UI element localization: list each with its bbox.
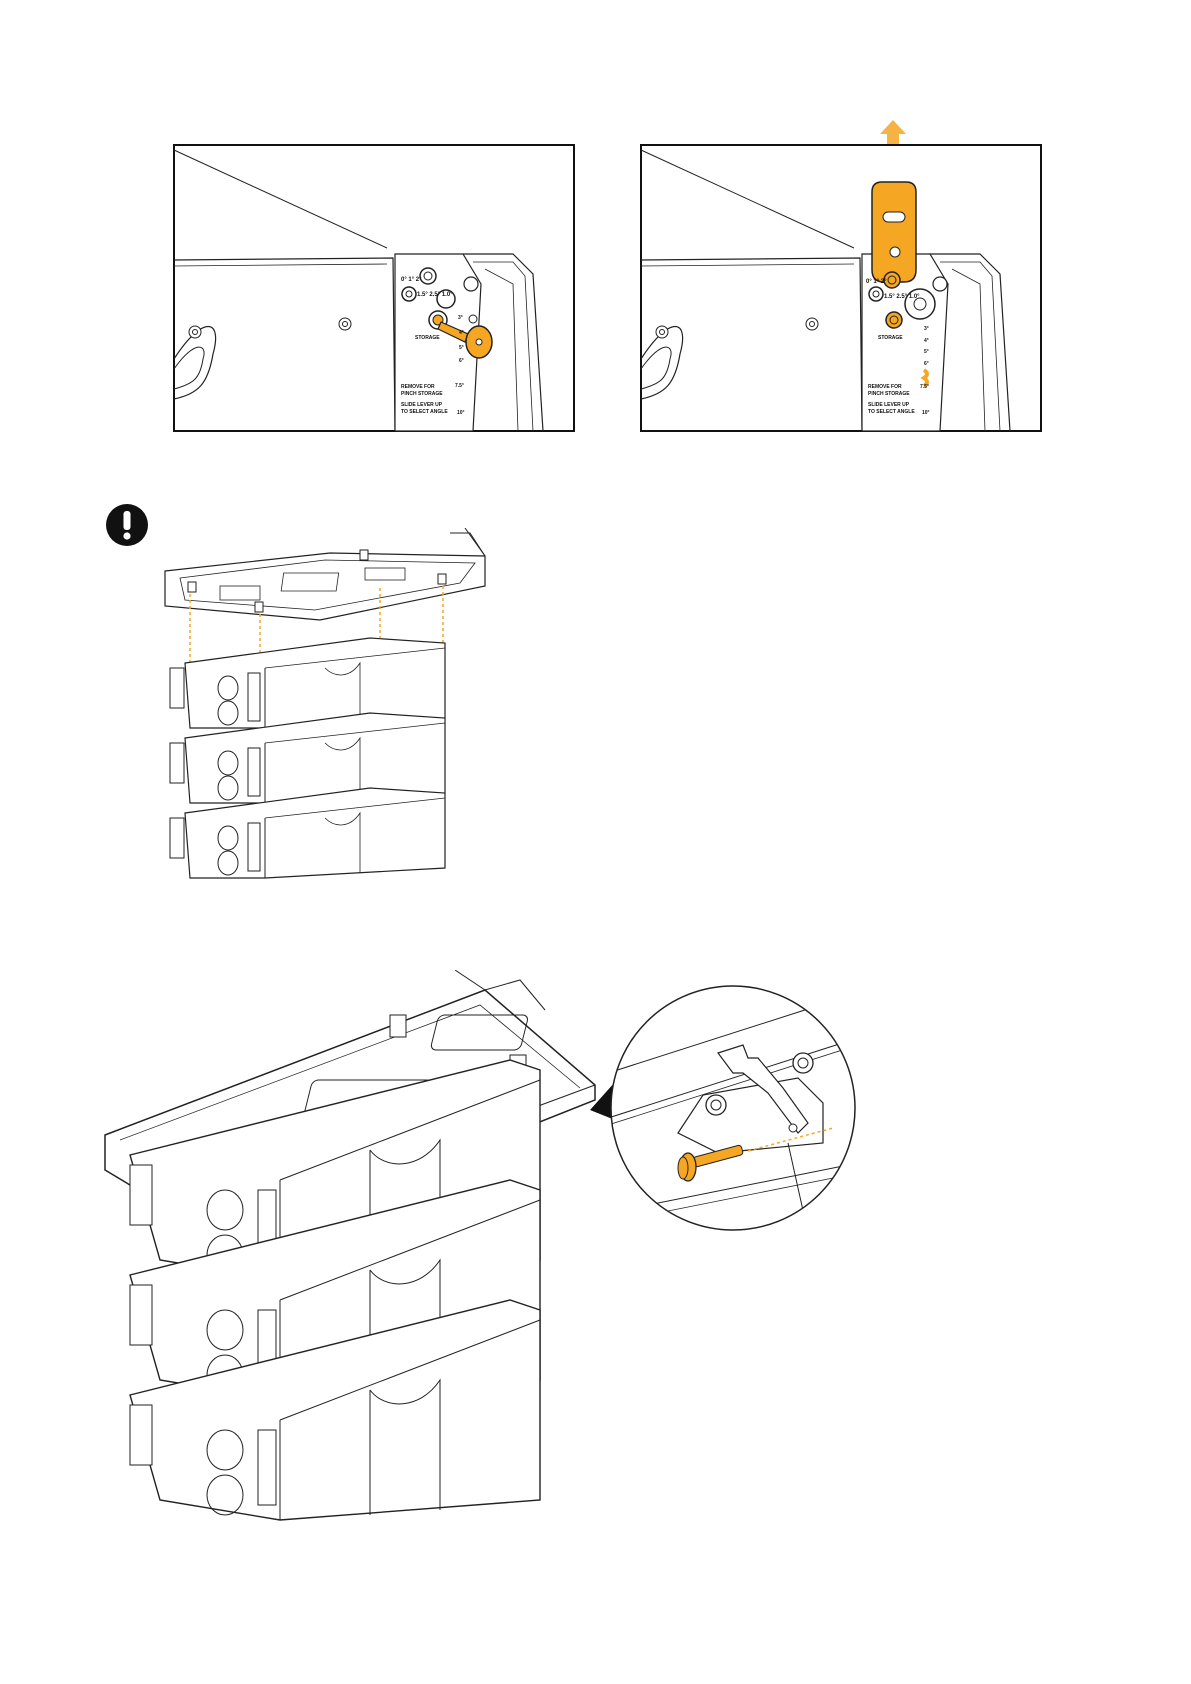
- svg-text:3°: 3°: [924, 326, 929, 332]
- svg-text:10°: 10°: [922, 410, 930, 416]
- detail-panel-left: 0° 1° 2° 1.5° 2.5° 1.0° STORAGE 3° 4° 5°…: [173, 144, 575, 432]
- speaker-cabinet: [170, 638, 445, 728]
- svg-text:REMOVE FOR: REMOVE FOR: [401, 384, 435, 390]
- svg-text:7.5°: 7.5°: [455, 383, 464, 389]
- detail-left-drawing: 0° 1° 2° 1.5° 2.5° 1.0° STORAGE 3° 4° 5°…: [173, 144, 575, 432]
- storage-label: STORAGE: [415, 335, 440, 341]
- warning-icon: [105, 503, 149, 547]
- svg-text:3°: 3°: [458, 315, 463, 321]
- assembly-small-drawing: [160, 528, 500, 928]
- assembly-large: [100, 970, 620, 1580]
- screw-icon: [339, 318, 351, 330]
- orange-lever-icon: [872, 182, 916, 282]
- zoom-detail-drawing: [608, 983, 858, 1233]
- angle-row-2: 1.5° 2.5° 1.0°: [417, 292, 453, 298]
- svg-text:6°: 6°: [459, 358, 464, 364]
- svg-text:PINCH STORAGE: PINCH STORAGE: [868, 391, 910, 397]
- screw-icon: [189, 326, 201, 338]
- svg-text:4°: 4°: [924, 338, 929, 344]
- detail-right-drawing: 0° 1° 2° 1.5° 2.5° 1.0° STORAGE 3° 4° 5°…: [640, 120, 1042, 432]
- screw-icon: [656, 326, 668, 338]
- assembly-small: [160, 528, 500, 928]
- svg-text:6°: 6°: [924, 361, 929, 367]
- svg-text:4°: 4°: [459, 330, 464, 336]
- svg-text:PINCH STORAGE: PINCH STORAGE: [401, 391, 443, 397]
- detail-panel-right: 0° 1° 2° 1.5° 2.5° 1.0° STORAGE 3° 4° 5°…: [640, 120, 1042, 432]
- svg-text:REMOVE FOR: REMOVE FOR: [868, 384, 902, 390]
- assembly-large-drawing: [100, 970, 620, 1580]
- screw-icon: [806, 318, 818, 330]
- svg-text:5°: 5°: [924, 349, 929, 355]
- angle-row-1: 0° 1° 2°: [401, 277, 422, 283]
- svg-text:TO SELECT ANGLE: TO SELECT ANGLE: [868, 409, 915, 415]
- angle-row-1: 0° 1° 2°: [866, 279, 887, 285]
- zoom-detail: [608, 983, 858, 1233]
- svg-text:TO SELECT ANGLE: TO SELECT ANGLE: [401, 409, 448, 415]
- angle-row-2: 1.5° 2.5° 1.0°: [884, 294, 920, 300]
- svg-text:7.5°: 7.5°: [920, 384, 929, 390]
- svg-text:5°: 5°: [459, 345, 464, 351]
- storage-label: STORAGE: [878, 335, 903, 341]
- rigging-frame: [165, 528, 485, 620]
- svg-text:10°: 10°: [457, 410, 465, 416]
- svg-text:SLIDE LEVER UP: SLIDE LEVER UP: [401, 402, 443, 408]
- svg-text:SLIDE LEVER UP: SLIDE LEVER UP: [868, 402, 910, 408]
